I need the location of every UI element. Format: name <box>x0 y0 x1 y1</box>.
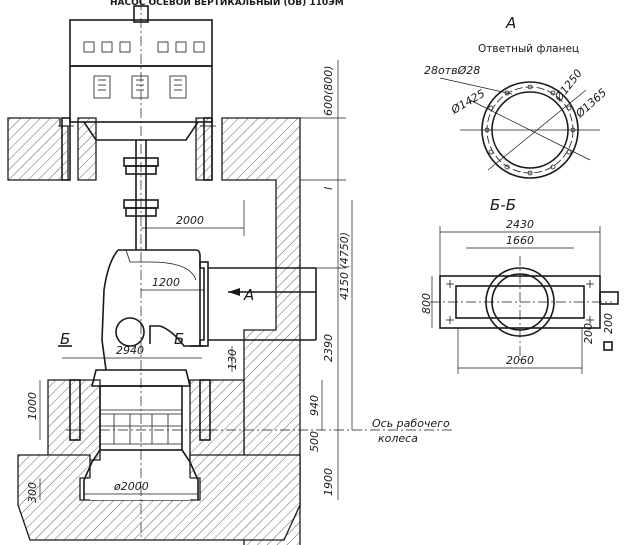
view-a-title: А <box>505 14 516 32</box>
view-bb-h-right2: 200 <box>582 323 595 344</box>
dim-phi-2000: ø2000 <box>113 480 149 493</box>
concrete-structure <box>7 117 301 545</box>
view-bb-title: Б-Б <box>490 196 516 214</box>
dim-4150-4750: 4150 (4750) <box>338 232 351 300</box>
view-bb-h-left: 800 <box>420 293 433 314</box>
dim-l: l <box>322 187 335 190</box>
view-bb-w-top: 2430 <box>506 218 534 231</box>
impeller-axis-label-2: колеса <box>378 432 418 445</box>
motor-anchor-bolts <box>58 117 216 181</box>
dim-2940: 2940 <box>116 344 144 357</box>
view-a-d1425: Ø1425 <box>448 87 487 117</box>
dim-940: 940 <box>308 395 321 416</box>
view-bb-section: Б-Б 2430 1660 800 200 200 <box>420 196 619 374</box>
view-a-d1365: Ø1365 <box>573 86 610 121</box>
dim-1000: 1000 <box>26 392 39 420</box>
section-b-left: Б <box>60 330 70 348</box>
dim-500: 500 <box>308 431 321 452</box>
dim-2390: 2390 <box>322 334 335 362</box>
dim-130: 130 <box>226 349 239 370</box>
dim-600-800: 600(800) <box>322 65 335 116</box>
drawing-header: НАСОС ОСЕВОЙ ВЕРТИКАЛЬНЫЙ (ОВ) 110ЭМ <box>110 0 344 8</box>
view-bb-w-bottom: 2060 <box>506 354 534 367</box>
impeller-axis-label-1: Ось рабочего <box>372 417 450 430</box>
view-bb-h-right: 200 <box>602 313 615 334</box>
view-a-flange: А Ответный фланец 28отвØ28 Ø1250 Ø1425 Ø… <box>424 14 610 179</box>
view-a-caption: Ответный фланец <box>478 43 579 55</box>
dim-300: 300 <box>26 482 39 503</box>
view-bb-w-inner: 1660 <box>506 234 534 247</box>
dim-1200: 1200 <box>152 276 180 289</box>
view-a-holes: 28отвØ28 <box>424 64 480 77</box>
arrow-a-label: А <box>243 286 254 304</box>
dim-1900: 1900 <box>322 468 335 496</box>
pump-casing <box>83 249 317 500</box>
main-dimensions: 2000 1200 А 2940 Б Б 130 1000 300 ø2000 … <box>26 60 452 503</box>
pump-shaft <box>123 0 159 540</box>
section-b-right: Б <box>174 330 184 348</box>
view-a-d1250: Ø1250 <box>552 67 585 105</box>
dim-2000-top: 2000 <box>176 214 204 227</box>
lower-anchor-bolts <box>66 379 214 441</box>
